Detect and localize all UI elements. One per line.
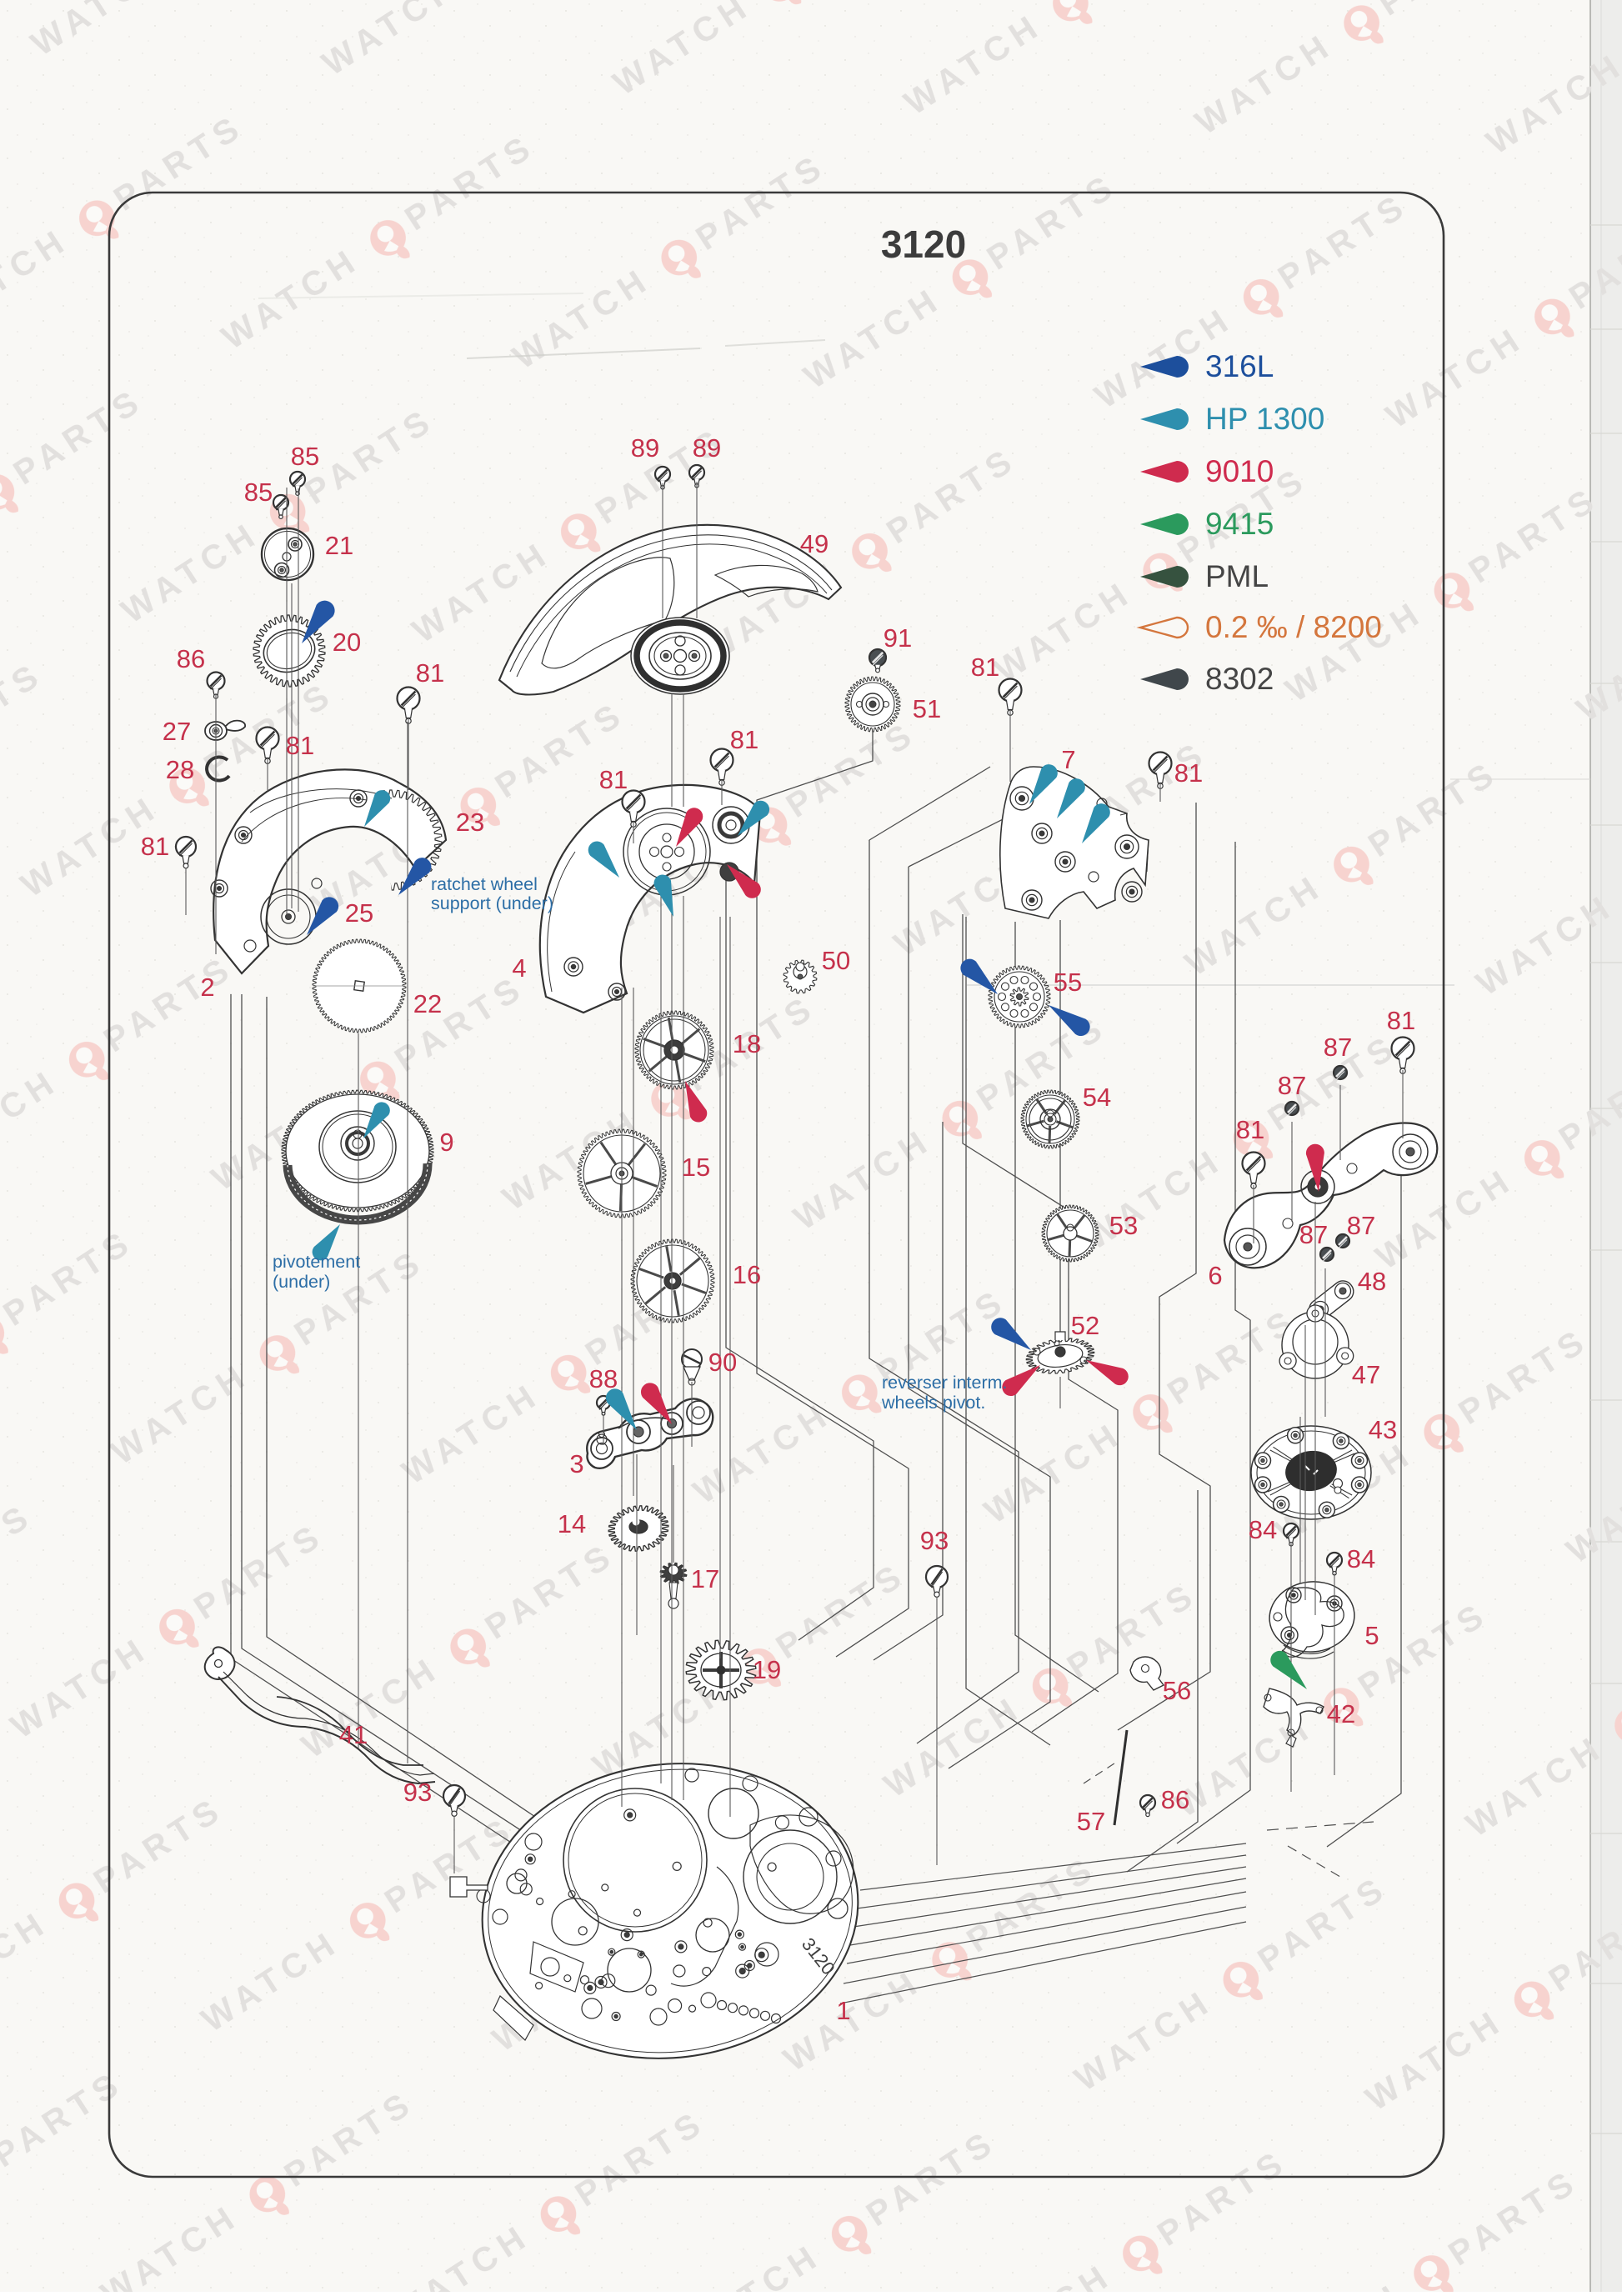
svg-text:20: 20 [333, 628, 361, 657]
svg-text:89: 89 [693, 433, 721, 463]
svg-text:81: 81 [141, 832, 169, 861]
svg-text:3: 3 [569, 1449, 583, 1478]
svg-text:15: 15 [682, 1153, 710, 1182]
svg-text:43: 43 [1369, 1415, 1397, 1444]
svg-text:84: 84 [1249, 1515, 1277, 1544]
svg-text:56: 56 [1163, 1676, 1191, 1705]
svg-text:7: 7 [1061, 745, 1075, 774]
svg-text:HP 1300: HP 1300 [1205, 402, 1324, 436]
svg-text:81: 81 [1236, 1115, 1264, 1144]
svg-text:51: 51 [913, 694, 941, 723]
svg-text:81: 81 [1387, 1006, 1415, 1035]
svg-text:90: 90 [708, 1348, 737, 1377]
svg-text:55: 55 [1054, 968, 1082, 997]
svg-text:21: 21 [325, 531, 353, 560]
svg-text:81: 81 [599, 765, 628, 794]
svg-text:81: 81 [730, 725, 758, 754]
svg-text:wheels pivot.: wheels pivot. [881, 1393, 985, 1413]
svg-text:87: 87 [1324, 1033, 1352, 1062]
svg-text:89: 89 [631, 433, 659, 463]
svg-text:16: 16 [733, 1260, 761, 1289]
svg-text:93: 93 [403, 1778, 432, 1807]
svg-text:(under): (under) [273, 1272, 330, 1292]
svg-text:41: 41 [339, 1720, 368, 1749]
svg-text:57: 57 [1077, 1807, 1105, 1836]
svg-text:9010: 9010 [1205, 454, 1274, 488]
svg-text:85: 85 [291, 442, 319, 471]
svg-text:PML: PML [1205, 559, 1269, 593]
svg-text:84: 84 [1347, 1544, 1375, 1573]
svg-text:reverser interm.: reverser interm. [882, 1373, 1008, 1393]
svg-text:91: 91 [884, 623, 912, 653]
svg-text:87: 87 [1278, 1071, 1306, 1100]
svg-text:88: 88 [589, 1364, 618, 1393]
svg-text:25: 25 [345, 898, 373, 928]
svg-text:6: 6 [1208, 1261, 1222, 1290]
svg-text:49: 49 [800, 529, 829, 558]
svg-text:81: 81 [416, 658, 444, 688]
svg-text:17: 17 [691, 1564, 719, 1593]
svg-text:86: 86 [177, 644, 205, 673]
svg-text:ratchet wheel: ratchet wheel [431, 874, 538, 894]
svg-text:87: 87 [1299, 1220, 1328, 1249]
svg-text:81: 81 [971, 653, 999, 682]
svg-text:85: 85 [244, 478, 273, 507]
svg-text:19: 19 [753, 1655, 781, 1684]
svg-text:48: 48 [1358, 1267, 1386, 1296]
svg-text:54: 54 [1083, 1083, 1111, 1112]
svg-text:28: 28 [166, 755, 194, 784]
svg-text:9: 9 [439, 1128, 453, 1157]
svg-text:316L: 316L [1205, 349, 1274, 383]
svg-text:22: 22 [413, 989, 442, 1018]
svg-text:81: 81 [286, 731, 314, 760]
svg-text:87: 87 [1347, 1211, 1375, 1240]
svg-text:27: 27 [163, 717, 191, 746]
svg-text:53: 53 [1109, 1211, 1138, 1240]
svg-text:pivotement: pivotement [273, 1252, 360, 1272]
svg-text:47: 47 [1352, 1360, 1380, 1389]
svg-text:42: 42 [1327, 1699, 1355, 1728]
svg-text:18: 18 [733, 1029, 761, 1058]
svg-text:1: 1 [836, 1996, 850, 2025]
svg-text:23: 23 [456, 808, 484, 837]
svg-text:93: 93 [920, 1526, 949, 1555]
svg-text:2: 2 [200, 973, 214, 1002]
svg-text:5: 5 [1364, 1621, 1379, 1650]
svg-text:3120: 3120 [881, 223, 966, 266]
svg-text:50: 50 [822, 946, 850, 975]
svg-text:9415: 9415 [1205, 507, 1274, 541]
svg-text:4: 4 [512, 953, 526, 983]
svg-text:0.2 ‰ / 8200: 0.2 ‰ / 8200 [1205, 610, 1382, 644]
svg-text:14: 14 [558, 1509, 586, 1538]
svg-text:86: 86 [1161, 1785, 1189, 1814]
svg-text:52: 52 [1071, 1311, 1099, 1340]
svg-text:support (under): support (under) [431, 893, 553, 913]
svg-text:8302: 8302 [1205, 662, 1274, 696]
svg-text:81: 81 [1174, 758, 1203, 788]
